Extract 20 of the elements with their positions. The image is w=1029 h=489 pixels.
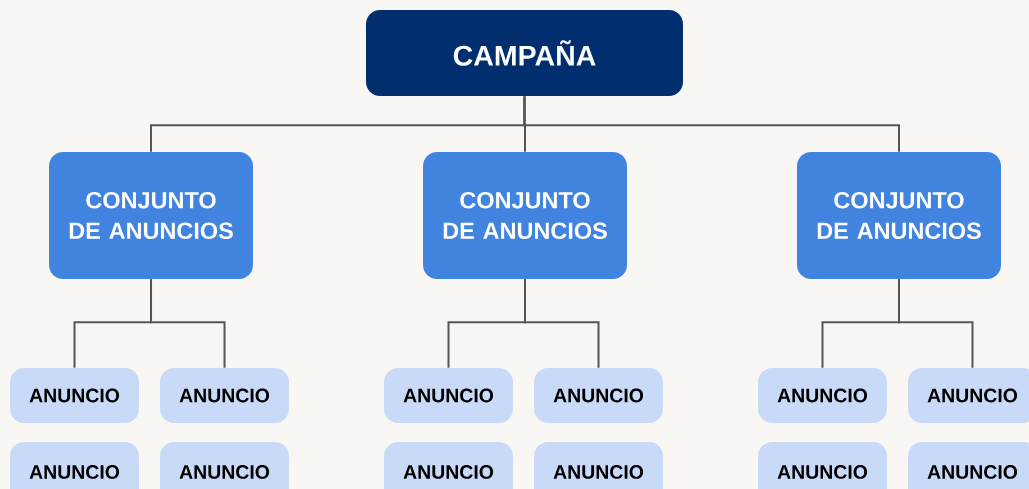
- ad-box: ANUNCIO: [160, 368, 289, 423]
- ad-set-box: CONJUNTO DE ANUNCIOS: [797, 152, 1001, 279]
- ad-box: ANUNCIO: [758, 442, 887, 489]
- ad-box: ANUNCIO: [534, 368, 663, 423]
- ad-box: ANUNCIO: [384, 368, 513, 423]
- connector-line: [523, 95, 900, 153]
- ad-set-box: CONJUNTO DE ANUNCIOS: [423, 152, 627, 279]
- connector-line: [150, 278, 226, 369]
- connector-line: [524, 278, 600, 369]
- ad-box: ANUNCIO: [534, 442, 663, 489]
- ad-set-box: CONJUNTO DE ANUNCIOS: [49, 152, 253, 279]
- ad-box: ANUNCIO: [10, 442, 139, 489]
- ad-box: ANUNCIO: [384, 442, 513, 489]
- ad-box: ANUNCIO: [908, 442, 1029, 489]
- campaign-box: CAMPAÑA: [366, 10, 683, 96]
- ad-box: ANUNCIO: [160, 442, 289, 489]
- ad-box: ANUNCIO: [10, 368, 139, 423]
- ad-box: ANUNCIO: [908, 368, 1029, 423]
- ad-box: ANUNCIO: [758, 368, 887, 423]
- connector-line: [898, 278, 974, 369]
